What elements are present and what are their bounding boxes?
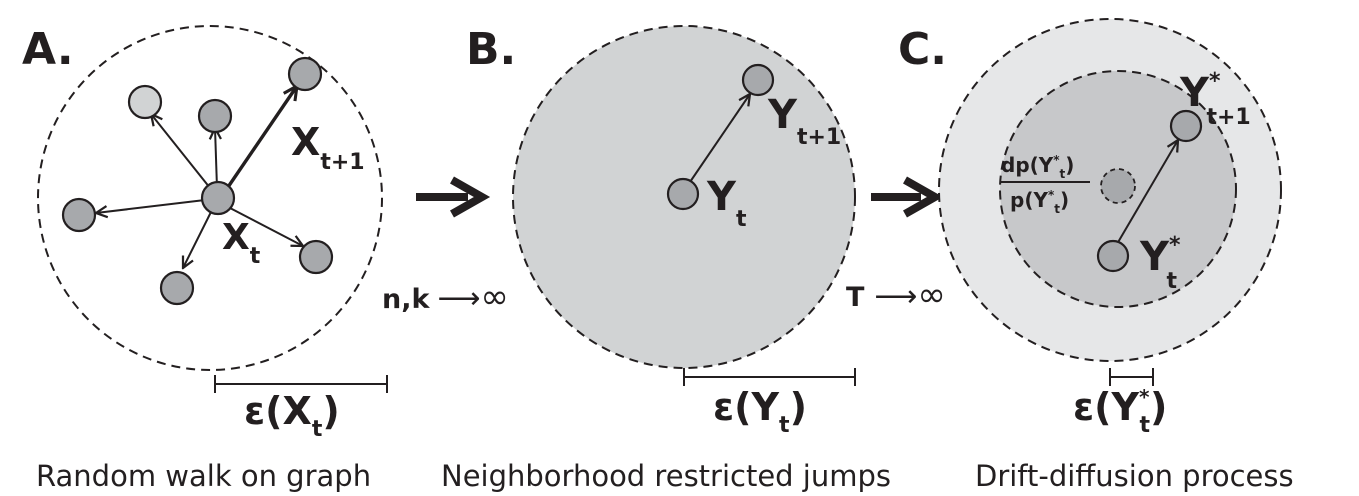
scale-bar-b (683, 368, 856, 386)
drift-numerator: dp(Y*t) (1001, 153, 1074, 181)
panel-b-letter: B. (466, 24, 516, 75)
drift-denominator: p(Y*t) (1010, 188, 1069, 216)
node-label-b-next: Yt+1 (767, 92, 841, 150)
panel-a-neighborhood-boundary (37, 25, 383, 371)
transition-ab: n,k⟶∞ (382, 176, 509, 317)
panel-c: C. Y*t Y*t+1 dp(Y*t) p(Y*t) ε(Y*t) Drift… (898, 18, 1294, 493)
transition-arrow-ab-head (450, 176, 491, 218)
node-label-a-current: Xt (222, 217, 261, 269)
edge-c-jump (1116, 140, 1178, 245)
node-label-c-next: Y*t+1 (1179, 69, 1251, 130)
edge-b-jump (689, 94, 750, 183)
limit-label-ab: n,k⟶∞ (382, 277, 509, 317)
edge-a-down (183, 209, 213, 268)
panel-a: A. Xt Xt+1 ε(Xt) Random walk on graph (22, 24, 388, 493)
transition-bc: T⟶∞ (846, 176, 946, 315)
graph-node-a-4 (298, 239, 334, 275)
limit-label-bc: T⟶∞ (846, 275, 946, 315)
node-b-current (666, 177, 700, 211)
edge-a-left (96, 199, 206, 213)
caption-c: Drift-diffusion process (975, 459, 1294, 493)
scale-bar-a (214, 375, 388, 393)
panel-c-letter: C. (898, 24, 947, 75)
edge-a-upper-left (151, 114, 219, 199)
graph-node-a-5 (159, 270, 195, 306)
caption-b: Neighborhood restricted jumps (441, 459, 891, 493)
scale-bar-c (1109, 368, 1154, 386)
graph-node-a-2 (197, 98, 233, 134)
node-label-a-next: Xt+1 (291, 120, 365, 175)
scale-label-c: ε(Y*t) (1073, 385, 1167, 438)
caption-a: Random walk on graph (36, 459, 371, 493)
node-label-c-current: Y*t (1139, 233, 1181, 294)
panel-b: B. Yt Yt+1 ε(Yt) Neighborhood restricted… (441, 24, 891, 493)
graph-node-a-next (287, 56, 323, 92)
edge-a-lower-right (229, 207, 303, 246)
panel-a-letter: A. (22, 24, 74, 75)
node-label-b-current: Yt (706, 174, 747, 232)
scale-label-a: ε(Xt) (244, 389, 340, 442)
drift-term: dp(Y*t) p(Y*t) (1001, 153, 1090, 216)
node-b-next (741, 63, 775, 97)
panel-c-drift-center (1100, 168, 1136, 204)
edge-a-selected-jump (224, 86, 297, 191)
scale-label-b: ε(Yt) (713, 385, 807, 438)
node-c-current (1096, 239, 1130, 273)
graph-node-a-current (200, 180, 236, 216)
graph-node-a-1 (127, 84, 163, 120)
graph-node-a-3 (61, 197, 97, 233)
edge-a-up (215, 128, 217, 189)
node-c-next (1169, 109, 1203, 143)
transition-arrow-bc-head (903, 176, 944, 218)
